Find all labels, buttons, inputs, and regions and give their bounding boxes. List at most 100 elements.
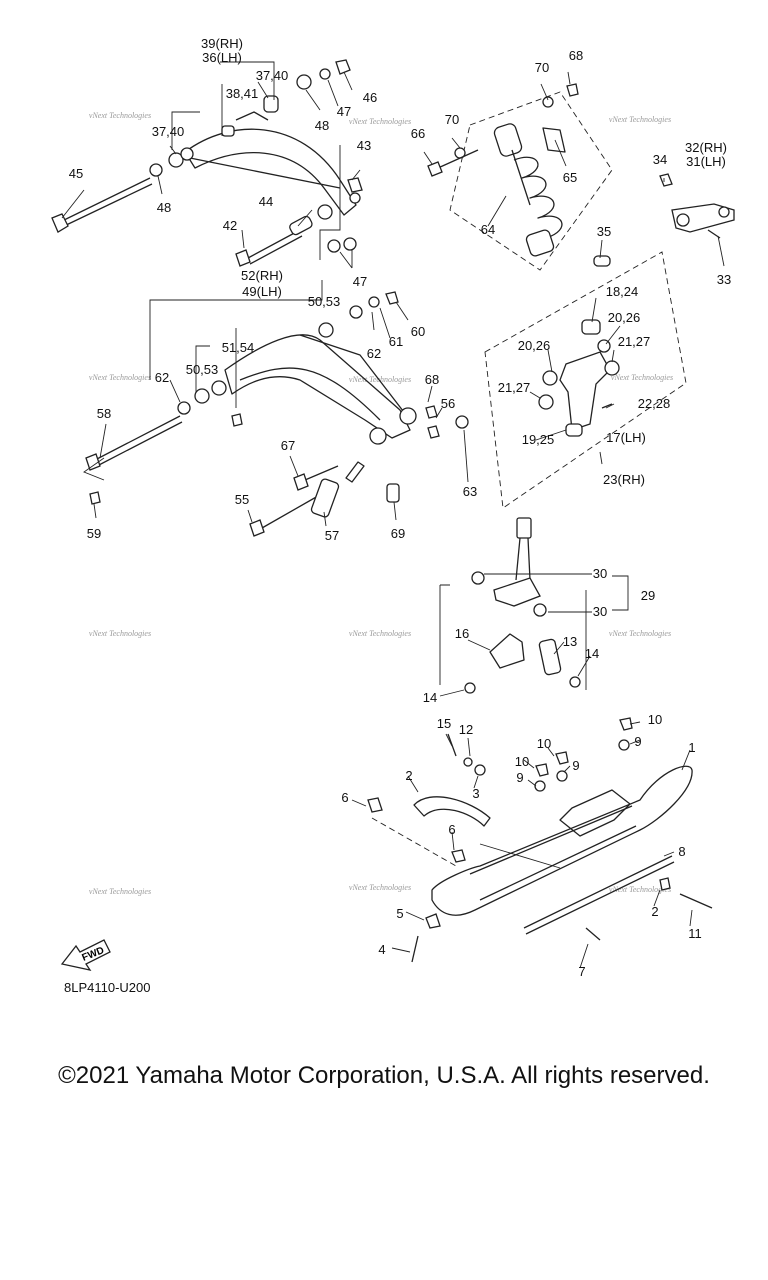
- shock-absorber: [493, 123, 563, 257]
- callout-69: 3: [472, 786, 479, 801]
- callout-40: 68: [425, 372, 439, 387]
- callout-57: 14: [585, 646, 599, 661]
- callout-73: 2: [651, 904, 658, 919]
- callout-5: 46: [363, 90, 377, 105]
- callout-8: 48: [157, 200, 171, 215]
- callout-7: 48: [315, 118, 329, 133]
- callout-60: 12: [459, 722, 473, 737]
- callout-22: 31(LH): [686, 154, 726, 169]
- watermark-7: vNext Technologies: [349, 629, 411, 638]
- parts-diagram: vNext Technologies vNext Technologies vNex…: [51, 36, 735, 979]
- callout-36: 20,26: [518, 338, 551, 353]
- callout-32: 50,53: [186, 362, 219, 377]
- callout-38: 21,27: [498, 380, 531, 395]
- fwd-arrow-icon: FWD: [60, 939, 111, 971]
- callout-34: 18,24: [606, 284, 639, 299]
- callout-65: 9: [572, 758, 579, 773]
- watermark-5: vNext Technologies: [611, 373, 673, 382]
- callout-45: 23(RH): [603, 472, 645, 487]
- callout-25: 52(RH): [241, 268, 283, 283]
- callout-54: 30: [593, 604, 607, 619]
- watermark-9: vNext Technologies: [89, 887, 151, 896]
- callout-68: 2: [405, 768, 412, 783]
- callout-19: 64: [481, 222, 495, 237]
- callout-33: 62: [155, 370, 169, 385]
- callout-labels: 39(RH)36(LH)37,4038,4137,404647484845434…: [69, 36, 731, 979]
- callout-17: 66: [411, 126, 425, 141]
- callout-41: 56: [441, 396, 455, 411]
- callout-66: 9: [516, 770, 523, 785]
- callout-23: 33: [717, 272, 731, 287]
- diagram-code: 8LP4110-U200: [64, 980, 151, 995]
- callout-55: 16: [455, 626, 469, 641]
- callout-4: 37,40: [152, 124, 185, 139]
- callout-35: 20,26: [608, 310, 641, 325]
- callout-24: 35: [597, 224, 611, 239]
- callout-6: 47: [337, 104, 351, 119]
- callout-70: 6: [341, 790, 348, 805]
- callout-11: 44: [259, 194, 273, 209]
- callout-0: 39(RH): [201, 36, 243, 51]
- callout-48: 55: [235, 492, 249, 507]
- watermark-10: vNext Technologies: [349, 883, 411, 892]
- watermark-1: vNext Technologies: [349, 117, 411, 126]
- callout-43: 19,25: [522, 432, 555, 447]
- callout-42: 58: [97, 406, 111, 421]
- callout-56: 13: [563, 634, 577, 649]
- callout-72: 8: [678, 844, 685, 859]
- callout-77: 7: [578, 964, 585, 979]
- callout-18: 65: [563, 170, 577, 185]
- spindle-housing: [538, 319, 620, 437]
- callout-76: 4: [378, 942, 385, 957]
- callout-52: 30: [593, 566, 607, 581]
- copyright-notice: ©2021 Yamaha Motor Corporation, U.S.A. A…: [58, 1062, 710, 1089]
- callout-39: 22,28: [638, 396, 671, 411]
- callout-50: 69: [391, 526, 405, 541]
- watermark-4: vNext Technologies: [349, 375, 411, 384]
- callout-64: 9: [634, 734, 641, 749]
- watermark-3: vNext Technologies: [89, 373, 151, 382]
- callout-59: 15: [437, 716, 451, 731]
- lever-link: [659, 173, 735, 239]
- callout-58: 14: [423, 690, 437, 705]
- callout-71: 6: [448, 822, 455, 837]
- callout-31: 51,54: [222, 340, 255, 355]
- callout-28: 60: [411, 324, 425, 339]
- callout-67: 1: [688, 740, 695, 755]
- callout-9: 45: [69, 166, 83, 181]
- watermark-0: vNext Technologies: [89, 111, 151, 120]
- callout-14: 70: [535, 60, 549, 75]
- callout-3: 38,41: [226, 86, 259, 101]
- callout-26: 49(LH): [242, 284, 282, 299]
- callout-63: 10: [648, 712, 662, 727]
- callout-44: 17(LH): [606, 430, 646, 445]
- callout-49: 57: [325, 528, 339, 543]
- callout-51: 59: [87, 526, 101, 541]
- lower-arm: [224, 334, 417, 445]
- callout-12: 42: [223, 218, 237, 233]
- callout-47: 63: [463, 484, 477, 499]
- watermark-2: vNext Technologies: [609, 115, 671, 124]
- watermark-8: vNext Technologies: [609, 629, 671, 638]
- callout-21: 32(RH): [685, 140, 727, 155]
- callout-30: 62: [367, 346, 381, 361]
- callout-1: 36(LH): [202, 50, 242, 65]
- callout-75: 5: [396, 906, 403, 921]
- callout-20: 34: [653, 152, 667, 167]
- callout-10: 43: [357, 138, 371, 153]
- callout-16: 70: [445, 112, 459, 127]
- spindle-shaft: [471, 517, 547, 617]
- bolt-45: [51, 177, 153, 233]
- ski: [413, 765, 693, 935]
- callout-15: 68: [569, 48, 583, 63]
- callout-46: 67: [281, 438, 295, 453]
- watermark-6: vNext Technologies: [89, 629, 151, 638]
- callout-13: 47: [353, 274, 367, 289]
- leader-lines: [61, 61, 725, 969]
- callout-27: 50,53: [308, 294, 341, 309]
- callout-29: 61: [389, 334, 403, 349]
- callout-61: 10: [537, 736, 551, 751]
- callout-62: 10: [515, 754, 529, 769]
- upper-arm: [184, 95, 357, 216]
- callout-53: 29: [641, 588, 655, 603]
